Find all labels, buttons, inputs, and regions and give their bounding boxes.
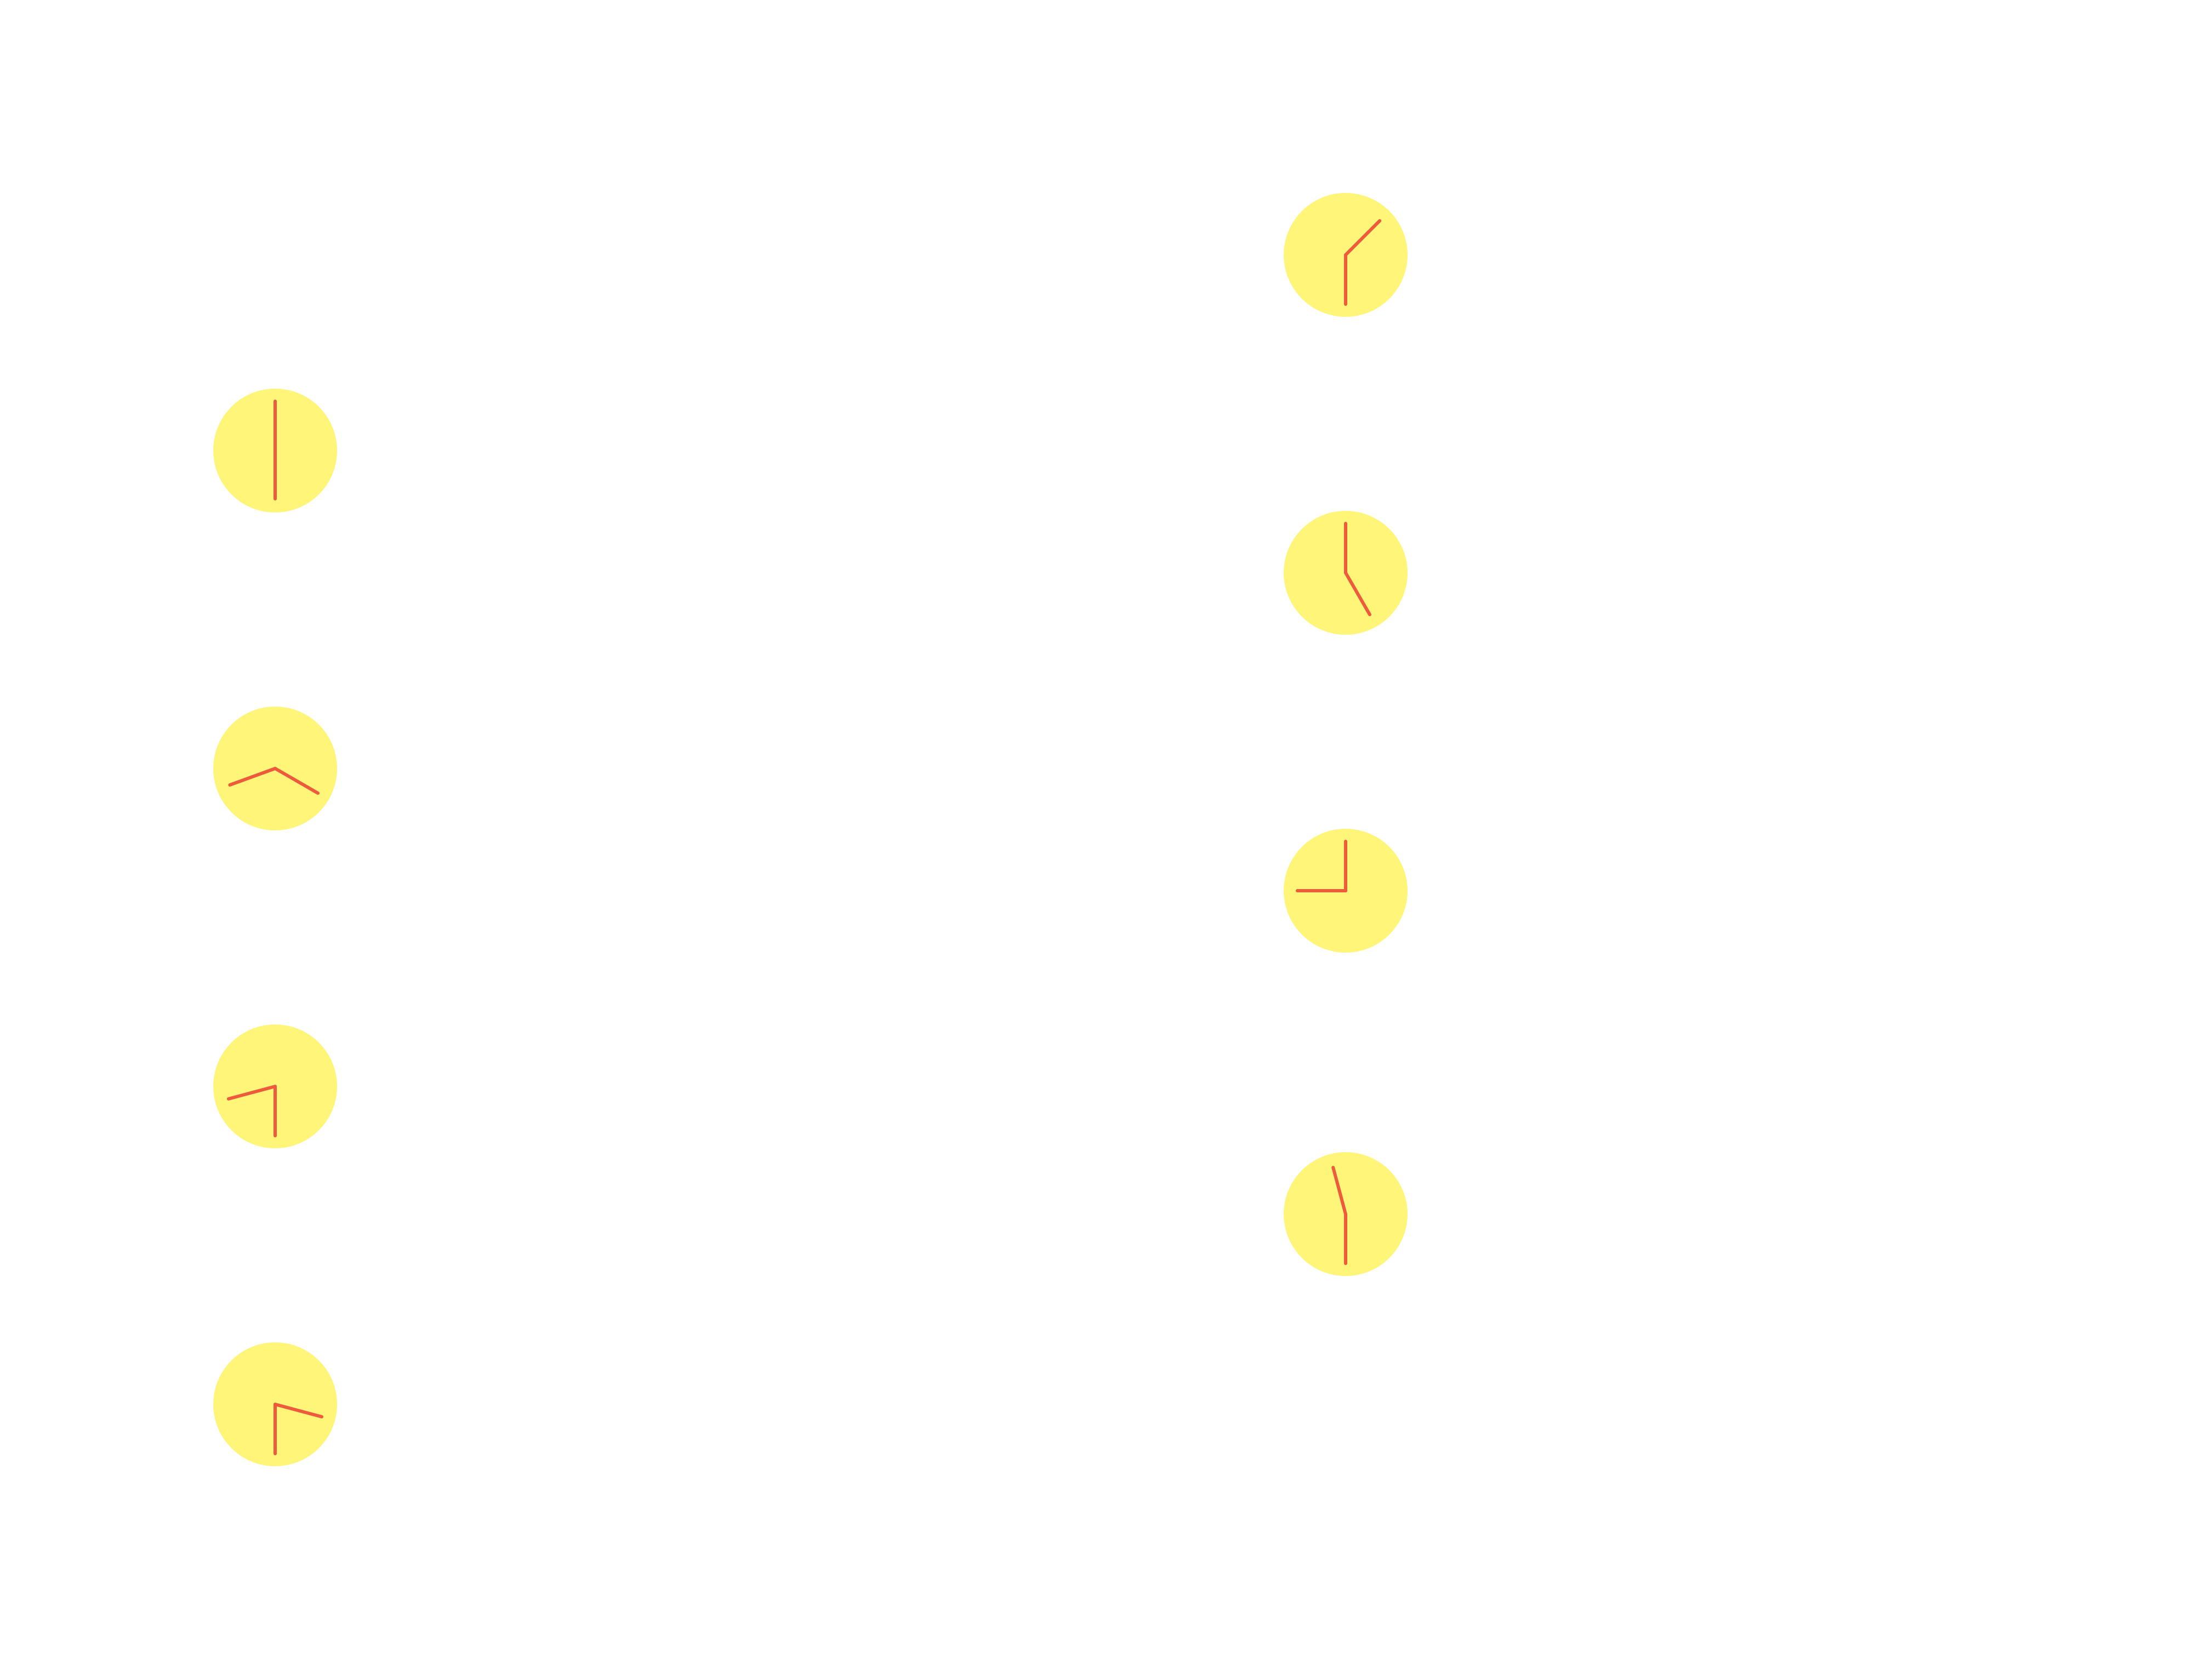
- hour-hand: [1344, 571, 1371, 617]
- minute-hand: [274, 767, 320, 795]
- hour-hand: [1331, 1165, 1347, 1216]
- hour-hand: [274, 1403, 324, 1419]
- hour-hand: [228, 767, 277, 787]
- hour-hand: [1344, 219, 1382, 257]
- clock: [1284, 511, 1408, 635]
- clock: [1284, 193, 1408, 317]
- clock: [213, 389, 337, 512]
- clock: [1284, 1152, 1408, 1276]
- clock: [213, 1024, 337, 1148]
- clock: [1284, 829, 1408, 953]
- hour-hand: [226, 1085, 277, 1101]
- clock: [213, 1342, 337, 1466]
- clock: [213, 707, 337, 830]
